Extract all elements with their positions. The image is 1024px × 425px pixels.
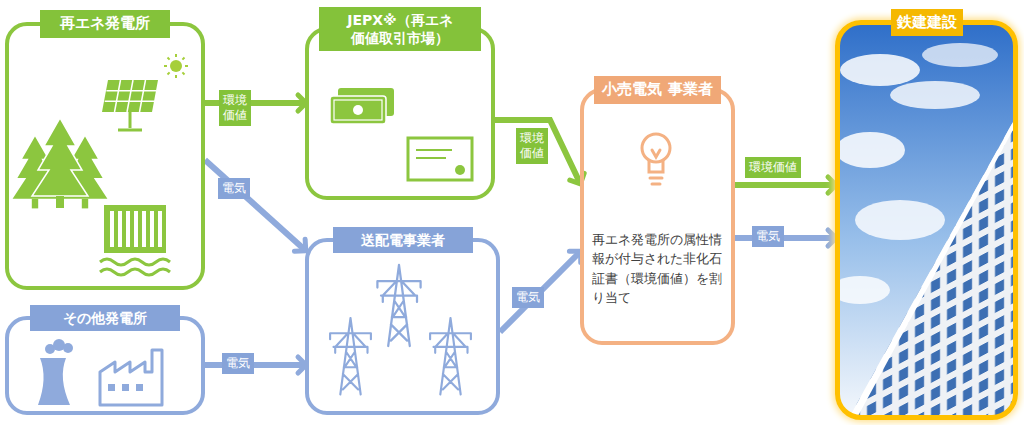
- plant-icons: [100, 350, 162, 405]
- flow-label: 電気: [512, 287, 544, 308]
- node-box: 鉄建建設: [835, 20, 1018, 420]
- flow-arrow: [735, 182, 835, 188]
- dam-icon: [100, 205, 170, 275]
- node-heading: JEPX※（再エネ 価値取引市場）: [319, 7, 481, 51]
- lightbulb-icon: [652, 150, 660, 157]
- solar-panel-icon: [164, 54, 188, 78]
- money-icon: [334, 100, 382, 120]
- building-photo: [839, 24, 1014, 416]
- lightbulb-icon: [649, 161, 663, 172]
- certificate-icon: [408, 138, 472, 180]
- dam-icon: [126, 211, 130, 247]
- building-photo: [850, 120, 1014, 416]
- lightbulb-icon: [650, 178, 662, 184]
- flow-arrow: [495, 120, 580, 183]
- dam-icon: [118, 211, 122, 247]
- solar-panel-icon: [170, 60, 182, 72]
- building-photo: [839, 276, 890, 304]
- dam-icon: [158, 211, 162, 247]
- money-icon: [330, 96, 386, 124]
- dam-icon: [100, 269, 170, 275]
- solar-panel-icon: [118, 112, 142, 130]
- node-box: その他発電所: [5, 316, 205, 415]
- node-box: 小売電気 事業者再エネ発電所の属性情報が付与された非化石証書（環境価値）を割り当…: [580, 88, 735, 345]
- dam-icon: [134, 211, 138, 247]
- dam-icon: [110, 211, 162, 247]
- building-photo: [922, 43, 998, 67]
- node-body: 再エネ発電所の属性情報が付与された非化石証書（環境価値）を割り当て: [592, 230, 727, 308]
- tree-icons: [32, 118, 88, 196]
- dam-icon: [142, 211, 146, 247]
- certificate-icon: [416, 150, 452, 158]
- building-photo: [855, 200, 945, 240]
- flow-arrow: [500, 252, 580, 332]
- node-heading: その他発電所: [30, 305, 180, 331]
- tree-icons: [56, 196, 64, 208]
- building-photo: [839, 132, 905, 168]
- building-photo: [840, 54, 920, 86]
- building-photo: [850, 120, 1014, 416]
- flow-label: 電気: [752, 226, 784, 247]
- tree-icons: [32, 199, 38, 209]
- money-icon: [353, 105, 363, 115]
- flow-label: 電気: [218, 178, 250, 199]
- node-box: 再エネ発電所: [5, 22, 205, 290]
- tree-icons: [13, 118, 108, 208]
- building-photo: [839, 24, 1014, 416]
- tree-icons: [82, 199, 88, 209]
- dam-icon: [150, 211, 154, 247]
- node-box: JEPX※（再エネ 価値取引市場）: [305, 27, 495, 200]
- dam-icon: [104, 205, 166, 253]
- building-photo: [890, 81, 980, 109]
- dam-icon: [100, 259, 170, 265]
- node-heading: 送配電事業者: [333, 227, 473, 253]
- plant-icons: [38, 358, 70, 405]
- lightbulb-icon: [642, 134, 670, 162]
- flow-label: 環境 価値: [516, 128, 548, 164]
- plant-icons: [108, 384, 115, 391]
- flow-arrow: [205, 160, 305, 250]
- lightbulb-icon: [642, 134, 670, 184]
- flow-arrow: [735, 235, 835, 241]
- flow-arrow: [205, 362, 305, 368]
- plant-icons: [63, 343, 73, 353]
- flow-label: 環境価値: [745, 157, 801, 178]
- certificate-icon: [408, 138, 472, 180]
- certificate-icon: [455, 165, 465, 175]
- pylon-icons: [330, 318, 371, 395]
- solar-panel-icon: [102, 80, 158, 112]
- node-heading: 鉄建建設: [891, 9, 963, 37]
- node-box: 送配電事業者: [305, 238, 500, 415]
- plant-icons: [136, 384, 143, 391]
- pylon-icons: [330, 265, 471, 395]
- dam-icon: [110, 211, 114, 247]
- money-icon: [330, 88, 394, 124]
- plant-icons: [122, 384, 129, 391]
- node-heading: 小売電気 事業者: [594, 76, 721, 104]
- solar-panel-icon: [102, 54, 188, 130]
- plant-icons: [38, 339, 162, 405]
- pylon-icons: [430, 318, 471, 395]
- flow-label: 電気: [222, 353, 254, 374]
- flow-label: 環境 価値: [219, 90, 251, 126]
- solar-panel-icon: [105, 80, 157, 112]
- node-heading: 再エネ発電所: [40, 10, 170, 38]
- pylon-icons: [377, 265, 420, 346]
